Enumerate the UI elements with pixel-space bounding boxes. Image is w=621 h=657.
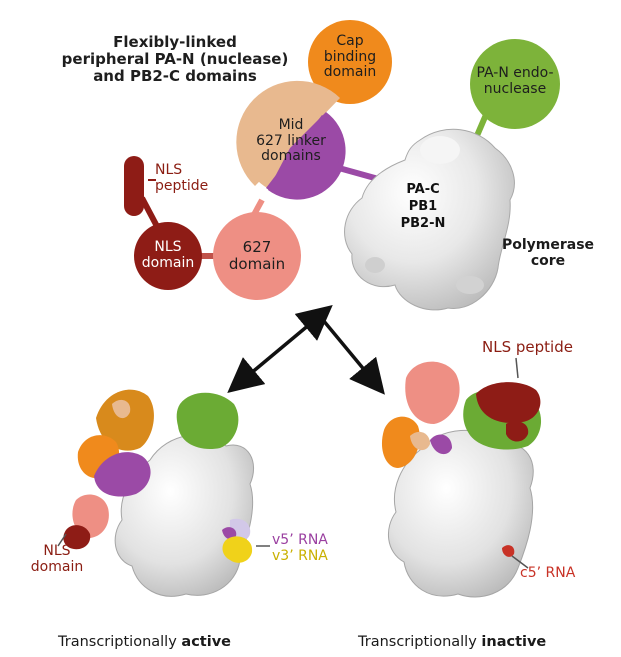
nls-domain-circle xyxy=(134,222,202,290)
mid-627-linker-circle xyxy=(236,80,346,200)
inactive-caption: Transcriptionally inactive xyxy=(358,618,546,650)
v3-rna-label: v3’ RNA xyxy=(272,548,328,564)
inactive-caption-bold: inactive xyxy=(481,634,547,651)
active-caption: Transcriptionally active xyxy=(58,618,231,650)
c5-rna-label: c5’ RNA xyxy=(520,565,576,581)
627-domain-label: 627 domain xyxy=(228,238,286,273)
mid-linker-label: Mid 627 linker domains xyxy=(256,117,326,165)
core-shade xyxy=(456,276,484,294)
cap-binding-circle xyxy=(308,20,392,104)
cap-binding-label: Cap binding domain xyxy=(323,33,377,81)
nls-peptide-bar xyxy=(124,156,144,216)
pa-n-circle xyxy=(470,39,560,129)
nls-peptide-pointer xyxy=(515,357,519,379)
core-bump xyxy=(420,136,460,164)
nls-domain-pointer xyxy=(57,533,67,547)
active-caption-prefix: Transcriptionally xyxy=(58,634,182,651)
active-nls-domain-label: NLS domain xyxy=(30,543,84,575)
inactive-caption-prefix: Transcriptionally xyxy=(358,634,482,651)
core-shade xyxy=(365,257,385,273)
v5-rna-label: v5’ RNA xyxy=(272,532,328,548)
627-domain-circle xyxy=(213,212,301,300)
arrow-to-inactive xyxy=(316,312,385,395)
active-structure xyxy=(63,389,255,597)
pa-n-label: PA-N endo- nuclease xyxy=(476,65,554,97)
active-caption-bold: active xyxy=(181,634,231,651)
core-subunits-label: PA-C PB1 PB2-N xyxy=(400,182,446,231)
nls-domain-label: NLS domain xyxy=(141,239,195,271)
c5-rna-pointer xyxy=(511,555,529,569)
flexibly-linked-heading: Flexibly-linked peripheral PA-N (nucleas… xyxy=(61,33,289,85)
polymerase-core-label: Polymerase core xyxy=(501,237,595,269)
inactive-structure xyxy=(381,361,542,598)
polymerase-core-blob xyxy=(344,128,515,311)
nls-peptide-label: NLS peptide xyxy=(155,162,209,194)
arrow-to-active xyxy=(227,305,333,393)
inactive-nls-peptide-label: NLS peptide xyxy=(482,338,573,356)
